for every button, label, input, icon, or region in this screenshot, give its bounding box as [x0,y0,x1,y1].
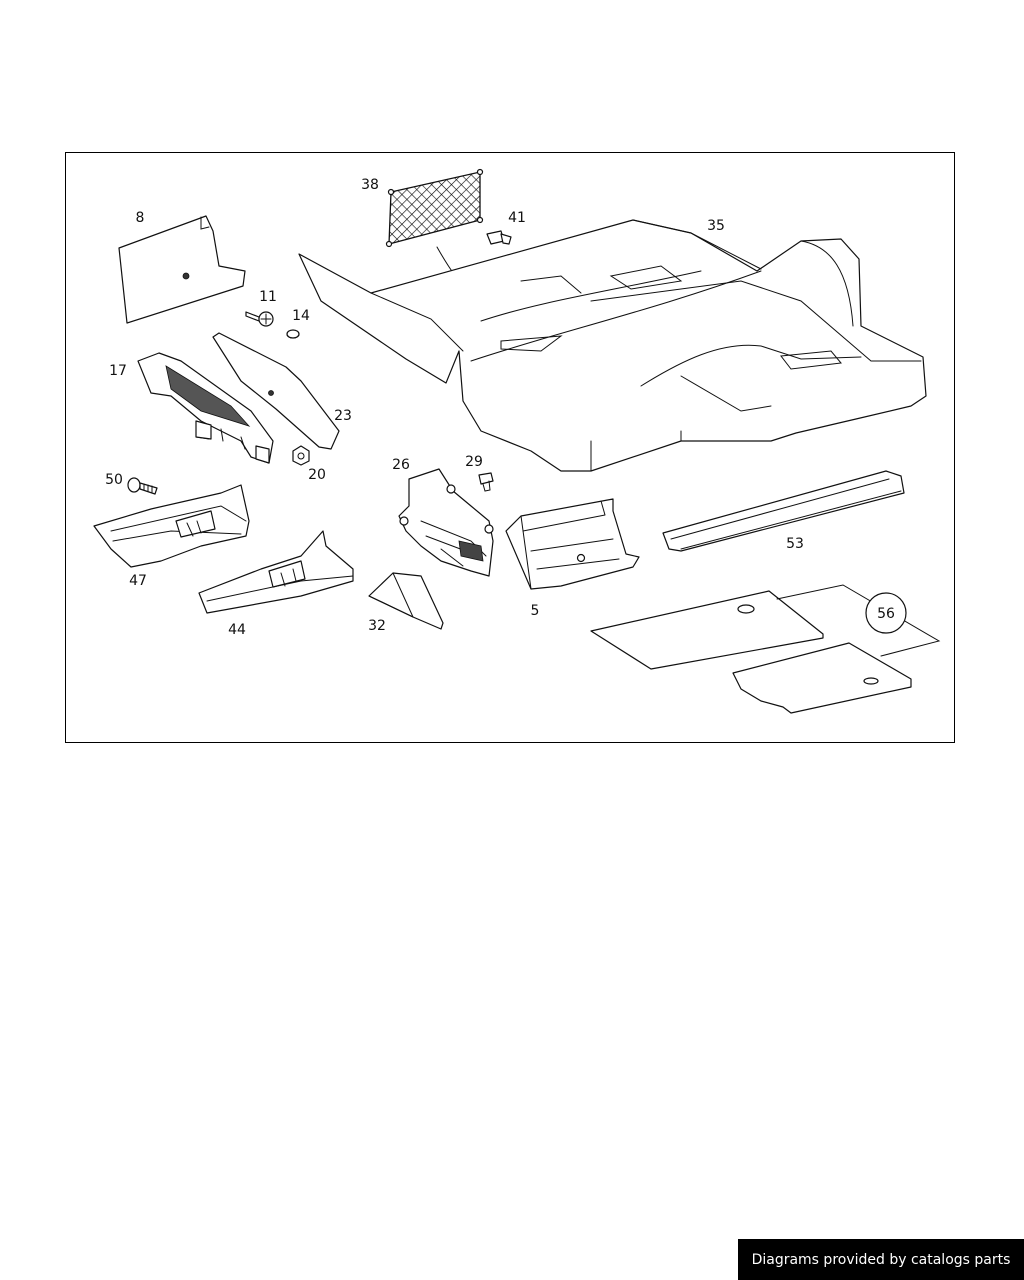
diagram-credit: Diagrams provided by catalogs parts [738,1239,1024,1280]
part-5-floor-section[interactable] [505,498,640,590]
part-41-clip[interactable] [486,230,512,245]
label-50: 50 [105,472,123,488]
parts-diagram: 8 38 41 35 11 14 17 23 20 26 29 50 47 44… [93,168,941,714]
label-23: 23 [334,408,352,424]
label-56: 56 [877,606,895,622]
label-38: 38 [361,177,379,193]
label-47: 47 [129,573,147,589]
part-26-bracket[interactable] [398,468,494,577]
part-23-trim-panel[interactable] [212,332,340,450]
label-17: 17 [109,363,127,379]
label-5: 5 [531,603,540,619]
part-29-clip[interactable] [478,472,494,492]
label-11: 11 [259,289,277,305]
part-32-wedge[interactable] [368,572,444,630]
label-41: 41 [508,210,526,226]
parts-diagram-frame: 8 38 41 35 11 14 17 23 20 26 29 50 47 44… [65,152,955,743]
part-17-bracket[interactable] [137,352,274,464]
label-44: 44 [228,622,246,638]
part-56-floor-mats[interactable] [590,584,941,714]
label-20: 20 [308,467,326,483]
label-14: 14 [292,308,310,324]
part-14-clip[interactable] [286,329,300,339]
label-29: 29 [465,454,483,470]
label-35: 35 [707,218,725,234]
part-44-sill-trim[interactable] [198,530,354,614]
label-8: 8 [136,210,145,226]
label-26: 26 [392,457,410,473]
part-11-screw[interactable] [245,311,274,327]
part-20-nut[interactable] [292,445,310,466]
label-53: 53 [786,536,804,552]
part-53-sill-strip[interactable] [662,470,905,552]
part-35-floor-carpet[interactable] [298,219,927,472]
part-38-cargo-net[interactable] [385,168,484,297]
part-50-screw[interactable] [127,477,158,495]
part-8-panel[interactable] [118,215,246,324]
label-32: 32 [368,618,386,634]
part-47-sill-trim[interactable] [93,484,250,568]
